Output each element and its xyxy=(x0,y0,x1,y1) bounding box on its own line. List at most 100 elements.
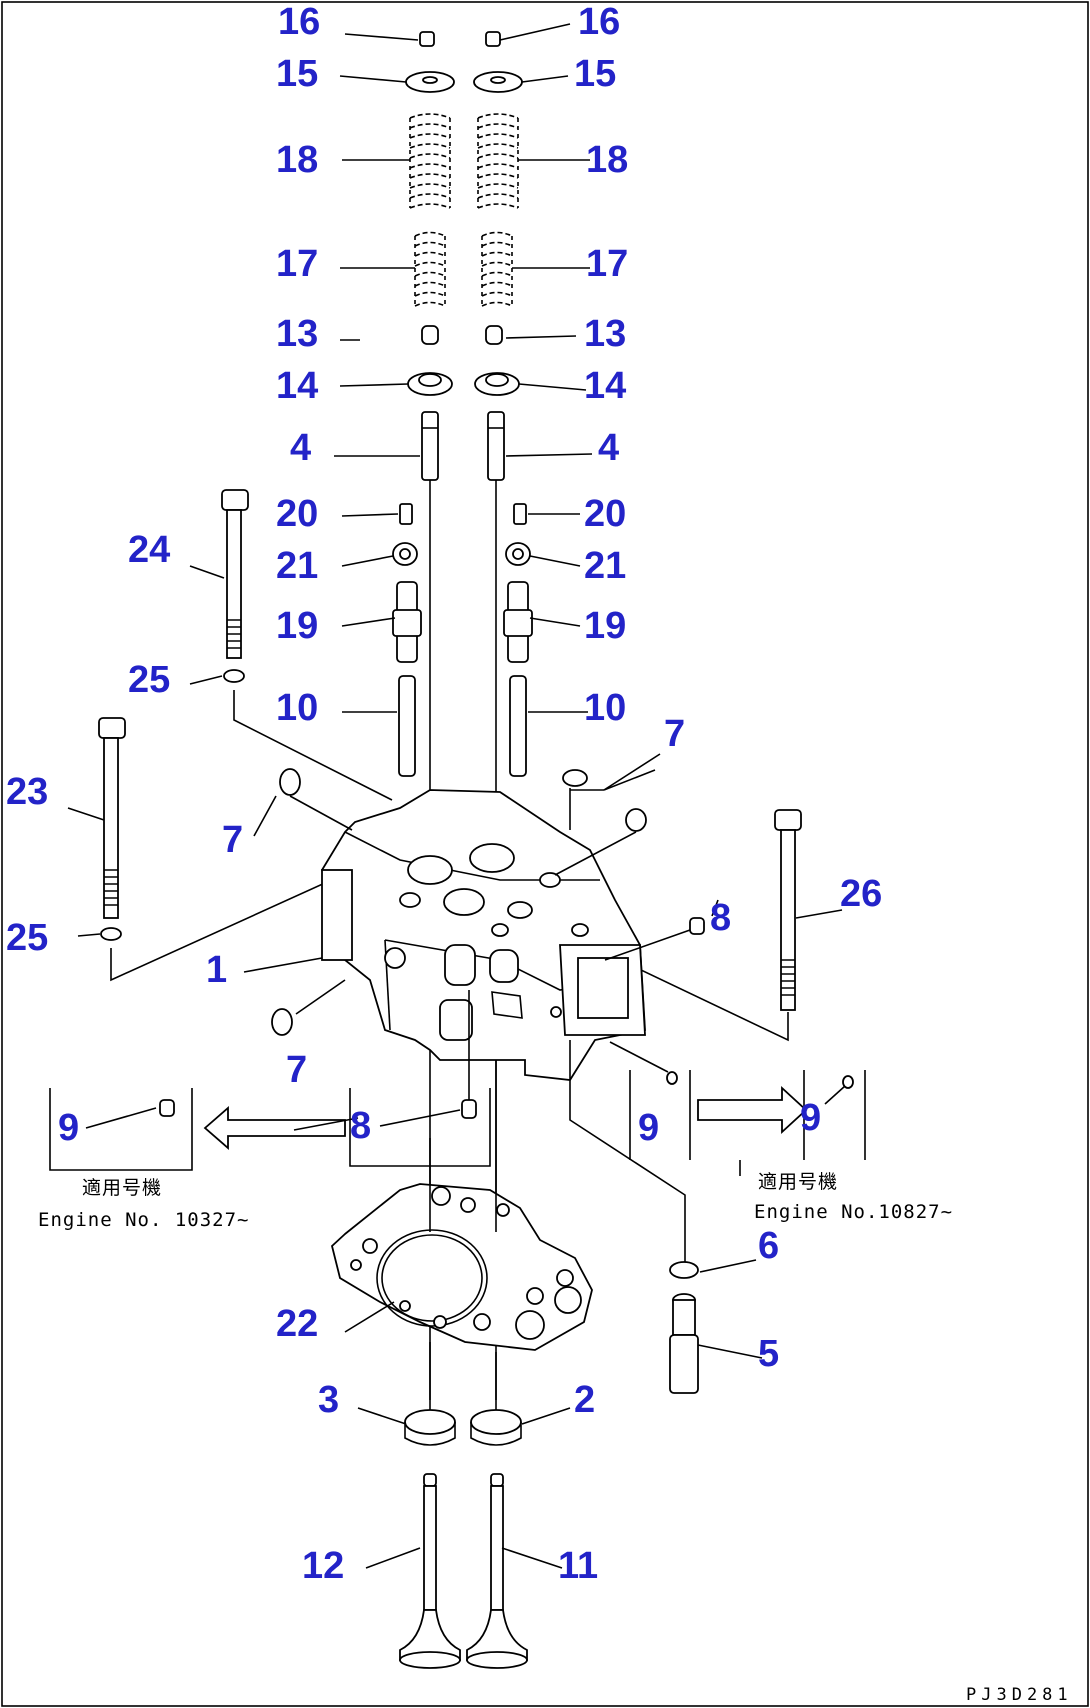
callout-10-left: 10 xyxy=(276,687,318,729)
retainer-right xyxy=(473,71,523,93)
cap-6 xyxy=(669,1261,699,1279)
callout-14-right: 14 xyxy=(584,365,626,407)
callout-8-right: 8 xyxy=(710,897,731,939)
callout-9-center: 9 xyxy=(638,1107,659,1149)
callout-16-left: 16 xyxy=(278,1,320,43)
callout-24: 24 xyxy=(128,529,170,571)
plug-7b-side xyxy=(625,808,647,832)
outer-spring-right xyxy=(477,113,519,209)
seat-insert-2 xyxy=(470,1409,522,1446)
callout-4-right: 4 xyxy=(598,427,619,469)
collet-right xyxy=(485,31,501,47)
applicability-notes: 適用号機 Engine No. 10327~ 適用号機 Engine No.10… xyxy=(38,1171,953,1231)
callout-18-left: 18 xyxy=(276,139,318,181)
callout-19-right: 19 xyxy=(584,605,626,647)
seat-insert-3 xyxy=(404,1409,456,1446)
callout-13-right: 13 xyxy=(584,313,626,355)
variant-box-right xyxy=(629,1070,866,1160)
plug-7c xyxy=(271,1008,293,1036)
callout-9-right-box: 9 xyxy=(800,1097,821,1139)
valve-seal-right xyxy=(485,325,503,345)
variant-box-left xyxy=(49,1088,346,1171)
callout-18-right: 18 xyxy=(586,139,628,181)
left-engine-number: Engine No. 10327~ xyxy=(38,1209,249,1231)
callout-labels: 16 16 15 15 18 18 17 17 13 13 14 14 4 4 … xyxy=(6,1,882,1587)
valve-11 xyxy=(466,1473,528,1669)
valve-train-parts xyxy=(392,31,533,1400)
collet-left xyxy=(419,31,435,47)
retainer-left xyxy=(405,71,455,93)
guide-left xyxy=(398,675,416,777)
callout-7-top-right: 7 xyxy=(664,713,685,755)
spring-seat-right xyxy=(474,372,520,396)
plug-7b-top xyxy=(562,769,588,787)
spring-seat-left xyxy=(407,372,453,396)
fitting-9b xyxy=(666,1071,678,1085)
callout-6: 6 xyxy=(758,1225,779,1267)
drawing-code: PJ3D281 xyxy=(966,1685,1073,1705)
callout-15-right: 15 xyxy=(574,53,616,95)
callout-17-right: 17 xyxy=(586,243,628,285)
callout-20-left: 20 xyxy=(276,493,318,535)
fitting-8a xyxy=(689,917,705,935)
callout-23: 23 xyxy=(6,771,48,813)
pin-right xyxy=(513,503,527,525)
nut-right xyxy=(505,542,531,566)
fitting-8b xyxy=(461,1099,477,1119)
crosshead-right xyxy=(503,581,533,663)
crosshead-left xyxy=(392,581,422,663)
callout-7-left: 7 xyxy=(222,819,243,861)
callout-14-left: 14 xyxy=(276,365,318,407)
cylinder-head xyxy=(321,789,646,1081)
callout-20-right: 20 xyxy=(584,493,626,535)
callout-2: 2 xyxy=(574,1379,595,1421)
callout-13-left: 13 xyxy=(276,313,318,355)
callout-3: 3 xyxy=(318,1379,339,1421)
right-engine-number: Engine No.10827~ xyxy=(754,1201,953,1223)
callout-7-bottom: 7 xyxy=(286,1049,307,1091)
plug-7a xyxy=(279,768,301,796)
guide-right xyxy=(509,675,527,777)
callout-11: 11 xyxy=(558,1545,598,1587)
outer-spring-left xyxy=(409,113,451,209)
nut-left xyxy=(392,542,418,566)
inner-spring-left xyxy=(414,231,446,307)
valve-12 xyxy=(399,1473,461,1669)
callout-21-right: 21 xyxy=(584,545,626,587)
pin-left xyxy=(399,503,413,525)
callout-19-left: 19 xyxy=(276,605,318,647)
callout-25-lower: 25 xyxy=(6,917,48,959)
valve-guide-left xyxy=(421,411,439,481)
fitting-9a xyxy=(159,1099,175,1117)
callout-8-lower: 8 xyxy=(350,1105,371,1147)
callout-16-right: 16 xyxy=(578,1,620,43)
callout-4-left: 4 xyxy=(290,427,311,469)
left-applicable-label: 適用号機 xyxy=(82,1177,162,1199)
washer-25b xyxy=(100,927,122,941)
head-gasket xyxy=(330,1183,593,1351)
valve-guide-right xyxy=(487,411,505,481)
head-bolt-23 xyxy=(98,717,126,919)
washer-25a xyxy=(223,669,245,683)
inner-spring-right xyxy=(481,231,513,307)
callout-25-upper: 25 xyxy=(128,659,170,701)
callout-22: 22 xyxy=(276,1303,318,1345)
callout-1: 1 xyxy=(206,949,227,991)
callout-21-left: 21 xyxy=(276,545,318,587)
callout-9-left-box: 9 xyxy=(58,1107,79,1149)
right-applicable-label: 適用号機 xyxy=(758,1171,838,1193)
head-bolt-24 xyxy=(221,489,249,659)
callout-5: 5 xyxy=(758,1333,779,1375)
callout-12: 12 xyxy=(302,1545,344,1587)
sleeve-5 xyxy=(669,1293,699,1394)
callout-15-left: 15 xyxy=(276,53,318,95)
callout-26: 26 xyxy=(840,873,882,915)
fitting-9c xyxy=(842,1075,854,1089)
leader-lines xyxy=(67,23,846,1569)
callout-17-left: 17 xyxy=(276,243,318,285)
head-bolt-26 xyxy=(774,809,802,1011)
valve-seal-left xyxy=(421,325,439,345)
